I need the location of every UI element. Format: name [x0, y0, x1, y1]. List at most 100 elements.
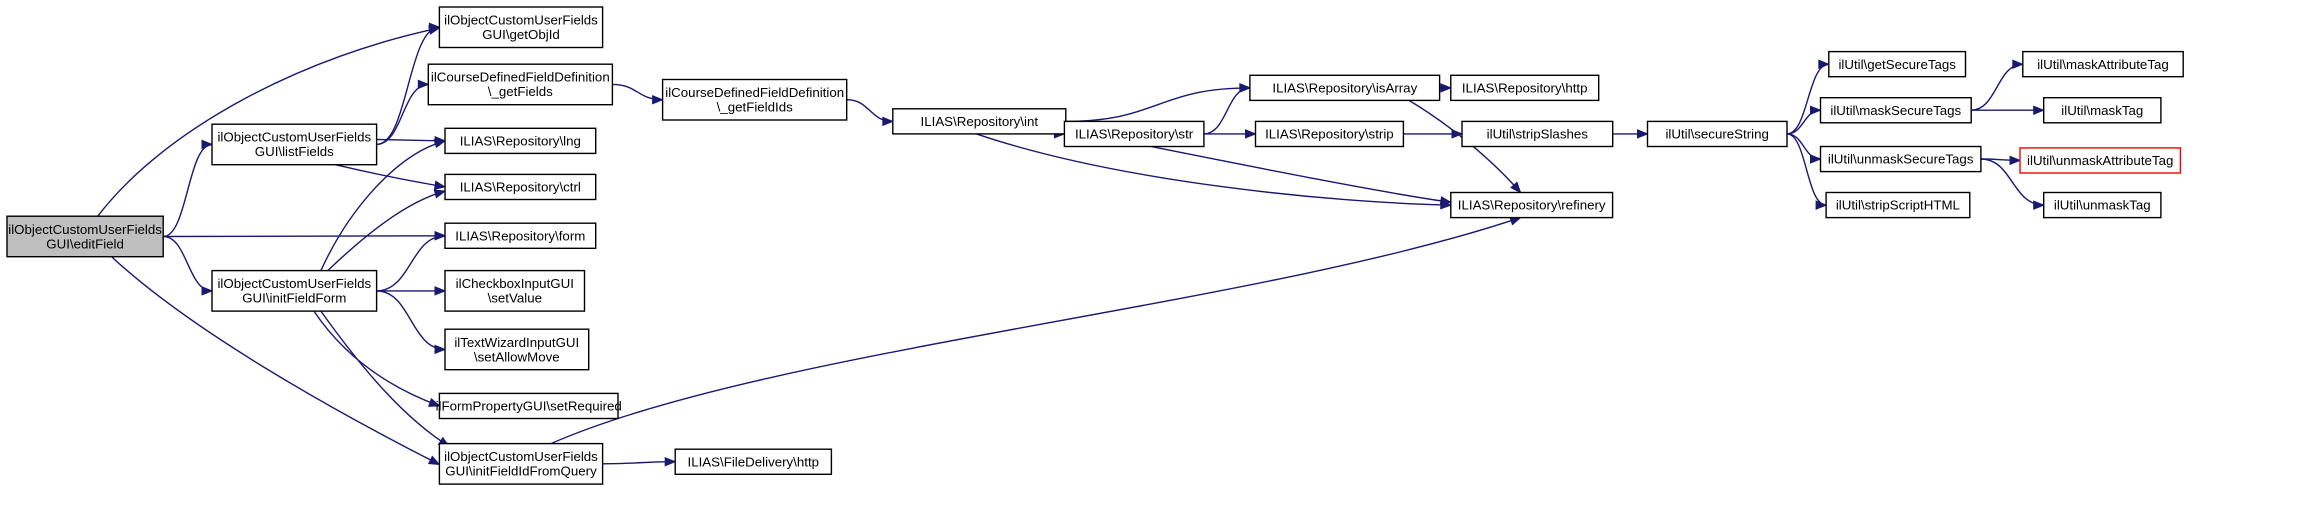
- edge-initFieldForm-to-lng-arrowhead: [433, 139, 447, 149]
- node-label-int-line-0: ILIAS\Repository\int: [921, 114, 1039, 129]
- node-label-isArray-line-0: ILIAS\Repository\isArray: [1272, 81, 1417, 96]
- node-label-form-line-0: ILIAS\Repository\form: [455, 228, 585, 243]
- node-unmaskTag[interactable]: ilUtil\unmaskTag: [2042, 191, 2162, 219]
- node-box-ctrl: [444, 173, 597, 201]
- node-label-str-line-0: ILIAS\Repository\str: [1075, 127, 1194, 142]
- node-secureString[interactable]: ilUtil\secureString: [1646, 120, 1788, 148]
- edge-initFieldForm-to-setRequired: [313, 310, 440, 407]
- node-form[interactable]: ILIAS\Repository\form: [444, 222, 597, 249]
- node-getSecureTags[interactable]: ilUtil\getSecureTags: [1828, 50, 1967, 78]
- node-label-initFieldIdFromQuery-line-0: ilObjectCustomUserFields: [444, 449, 598, 464]
- node-label-stripScriptHTML-line-0: ilUtil\stripScriptHTML: [1836, 198, 1960, 213]
- node-unmaskSecureTags[interactable]: ilUtil\unmaskSecureTags: [1819, 145, 1982, 173]
- node-fdHttp[interactable]: ILIAS\FileDelivery\http: [674, 448, 833, 476]
- node-box-str: [1063, 120, 1205, 148]
- node-strip[interactable]: ILIAS\Repository\strip: [1254, 120, 1405, 148]
- node-label-setAllowMove-line-1: \setAllowMove: [474, 349, 560, 364]
- edge-initFieldForm-to-ctrl-arrowhead: [433, 189, 447, 199]
- edge-initFieldForm-to-setRequired-arrowhead: [427, 397, 441, 407]
- edge-editField-to-listFields-arrowhead: [201, 139, 214, 150]
- edge-listFields-to-getFields-arrowhead: [417, 79, 430, 90]
- node-box-unmaskSecureTags: [1819, 145, 1982, 173]
- node-box-maskSecureTags: [1819, 96, 1972, 124]
- node-stripSlashes[interactable]: ilUtil\stripSlashes: [1461, 120, 1614, 148]
- node-box-getFieldIds: [661, 78, 848, 121]
- node-maskTag[interactable]: ilUtil\maskTag: [2042, 96, 2162, 124]
- node-label-getObjId-line-1: GUI\getObjId: [482, 27, 560, 42]
- node-initFieldIdFromQuery[interactable]: ilObjectCustomUserFieldsGUI\initFieldIdF…: [438, 442, 604, 485]
- node-box-isArray: [1249, 74, 1441, 102]
- edge-unmaskSecureTags-to-unmaskTag-arrowhead: [2033, 200, 2046, 210]
- edge-maskSecureTags-to-maskAttributeTag: [1971, 63, 2023, 111]
- edge-str-to-strip-arrowhead: [1245, 129, 1257, 139]
- edge-initFieldForm-to-lng: [320, 140, 446, 271]
- edge-initFieldForm-to-ctrl: [327, 190, 446, 272]
- edge-maskSecureTags-to-maskTag-arrowhead: [2033, 105, 2046, 115]
- node-box-maskTag: [2042, 96, 2162, 124]
- node-label-setAllowMove-line-0: ilTextWizardInputGUI: [454, 335, 579, 350]
- node-lng[interactable]: ILIAS\Repository\lng: [444, 127, 597, 155]
- call-edges: [97, 22, 2046, 467]
- node-maskAttributeTag[interactable]: ilUtil\maskAttributeTag: [2022, 50, 2184, 78]
- node-label-unmaskTag-line-0: ilUtil\unmaskTag: [2054, 198, 2151, 213]
- edge-initFieldIdFromQuery-to-fdHttp: [602, 461, 676, 465]
- node-label-ctrl-line-0: ILIAS\Repository\ctrl: [460, 180, 581, 195]
- node-box-getObjId: [438, 6, 604, 49]
- edge-editField-to-form: [163, 235, 446, 238]
- node-label-listFields-line-1: GUI\listFields: [255, 144, 334, 159]
- node-box-form: [444, 222, 597, 249]
- node-initFieldForm[interactable]: ilObjectCustomUserFieldsGUI\initFieldFor…: [211, 269, 378, 312]
- edge-secureString-to-unmaskSecureTags-arrowhead: [1810, 154, 1822, 164]
- node-refinery[interactable]: ILIAS\Repository\refinery: [1450, 191, 1614, 219]
- node-setValue[interactable]: ilCheckboxInputGUI\setValue: [444, 269, 586, 312]
- edge-editField-to-initFieldForm: [163, 235, 213, 292]
- edge-maskSecureTags-to-maskAttributeTag-arrowhead: [2012, 59, 2025, 69]
- node-str[interactable]: ILIAS\Repository\str: [1063, 120, 1205, 148]
- node-box-listFields: [211, 123, 378, 166]
- node-box-editField: [6, 215, 164, 258]
- node-maskSecureTags[interactable]: ilUtil\maskSecureTags: [1819, 96, 1972, 124]
- node-label-editField-line-1: GUI\editField: [46, 236, 124, 251]
- node-label-repoHttp-line-0: ILIAS\Repository\http: [1462, 81, 1588, 96]
- node-getFields[interactable]: ilCourseDefinedFieldDefinition\_getField…: [427, 63, 614, 106]
- node-box-repoHttp: [1450, 74, 1600, 102]
- edge-isArray-to-refinery-arrowhead: [1510, 181, 1522, 194]
- node-box-initFieldForm: [211, 269, 378, 312]
- node-label-editField-line-0: ilObjectCustomUserFields: [8, 222, 162, 237]
- edge-isArray-to-repoHttp-arrowhead: [1440, 83, 1453, 93]
- node-label-unmaskSecureTags-line-0: ilUtil\unmaskSecureTags: [1828, 152, 1974, 167]
- edge-stripSlashes-to-secureString-arrowhead: [1637, 129, 1649, 139]
- node-stripScriptHTML[interactable]: ilUtil\stripScriptHTML: [1825, 191, 1971, 219]
- edge-listFields-to-ctrl-arrowhead: [433, 180, 447, 190]
- edge-initFieldForm-to-form: [376, 235, 446, 292]
- node-box-secureString: [1646, 120, 1788, 148]
- node-box-initFieldIdFromQuery: [438, 442, 604, 485]
- edge-editField-to-listFields: [163, 143, 213, 238]
- node-label-initFieldForm-line-0: ilObjectCustomUserFields: [217, 276, 371, 291]
- node-ctrl[interactable]: ILIAS\Repository\ctrl: [444, 173, 597, 201]
- node-label-setValue-line-1: \setValue: [488, 291, 542, 306]
- node-isArray[interactable]: ILIAS\Repository\isArray: [1249, 74, 1441, 102]
- edge-str-to-refinery-arrowhead: [1439, 196, 1453, 206]
- node-unmaskAttributeTag[interactable]: ilUtil\unmaskAttributeTag: [2019, 147, 2182, 174]
- node-getFieldIds[interactable]: ilCourseDefinedFieldDefinition\_getField…: [661, 78, 848, 121]
- edge-int-to-isArray: [1065, 87, 1250, 123]
- edge-str-to-isArray-arrowhead: [1239, 83, 1252, 93]
- edge-str-to-refinery: [1150, 145, 1451, 203]
- node-box-setRequired: [438, 392, 619, 420]
- node-label-setValue-line-0: ilCheckboxInputGUI: [456, 276, 574, 291]
- node-label-strip-line-0: ILIAS\Repository\strip: [1265, 127, 1394, 142]
- node-label-unmaskAttributeTag-line-0: ilUtil\unmaskAttributeTag: [2027, 153, 2173, 168]
- node-int[interactable]: ILIAS\Repository\int: [892, 108, 1067, 135]
- node-setAllowMove[interactable]: ilTextWizardInputGUI\setAllowMove: [444, 328, 590, 371]
- node-setRequired[interactable]: ilFormPropertyGUI\setRequired: [436, 392, 622, 420]
- edge-initFieldForm-to-setValue-arrowhead: [434, 286, 447, 296]
- node-box-refinery: [1450, 191, 1614, 219]
- edge-listFields-to-getFields: [376, 83, 429, 146]
- node-box-unmaskTag: [2042, 191, 2162, 219]
- edge-str-to-isArray: [1203, 87, 1250, 135]
- node-repoHttp[interactable]: ILIAS\Repository\http: [1450, 74, 1600, 102]
